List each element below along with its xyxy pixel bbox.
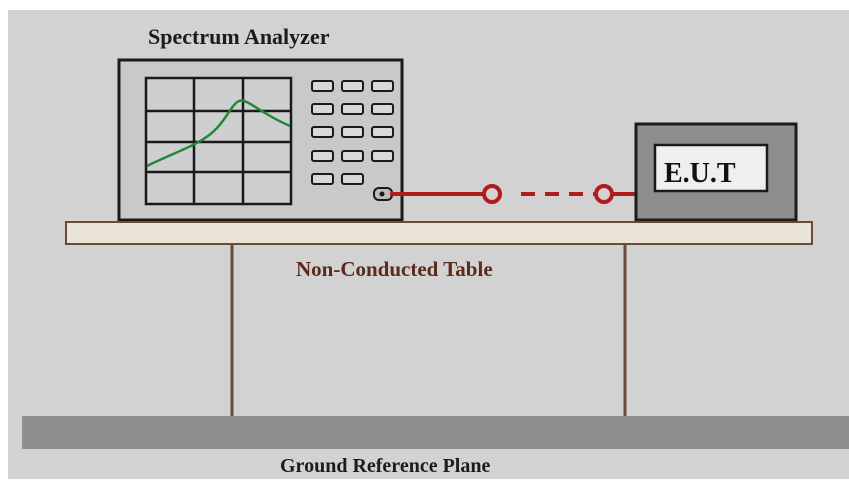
button: [341, 126, 364, 138]
ground-plane-label: Ground Reference Plane: [280, 455, 491, 477]
rf-input-port-center: [379, 191, 385, 197]
cable-connector-left: [482, 184, 502, 204]
button: [371, 103, 394, 115]
button: [311, 126, 334, 138]
button: [311, 173, 334, 185]
button: [341, 80, 364, 92]
spectrum-analyzer: [117, 58, 404, 222]
table-top: [65, 221, 813, 245]
button: [341, 173, 364, 185]
button: [371, 80, 394, 92]
button: [341, 150, 364, 162]
eut-label-plate: [653, 143, 769, 193]
cable-connector-right: [594, 184, 614, 204]
analyzer-buttons: [311, 80, 394, 185]
screen-grid: [146, 78, 291, 204]
table-label: Non-Conducted Table: [296, 257, 493, 281]
rf-cable: [390, 184, 636, 204]
eut-label: E.U.T: [664, 158, 736, 189]
eut-device: [634, 122, 798, 222]
button: [341, 103, 364, 115]
spectrum-trace: [146, 99, 291, 168]
ground-reference-plane: [22, 416, 849, 449]
button: [311, 150, 334, 162]
button: [311, 103, 334, 115]
non-conducted-table: [65, 221, 813, 416]
button: [311, 80, 334, 92]
button: [371, 150, 394, 162]
spectrum-analyzer-label: Spectrum Analyzer: [148, 24, 330, 49]
button: [371, 126, 394, 138]
